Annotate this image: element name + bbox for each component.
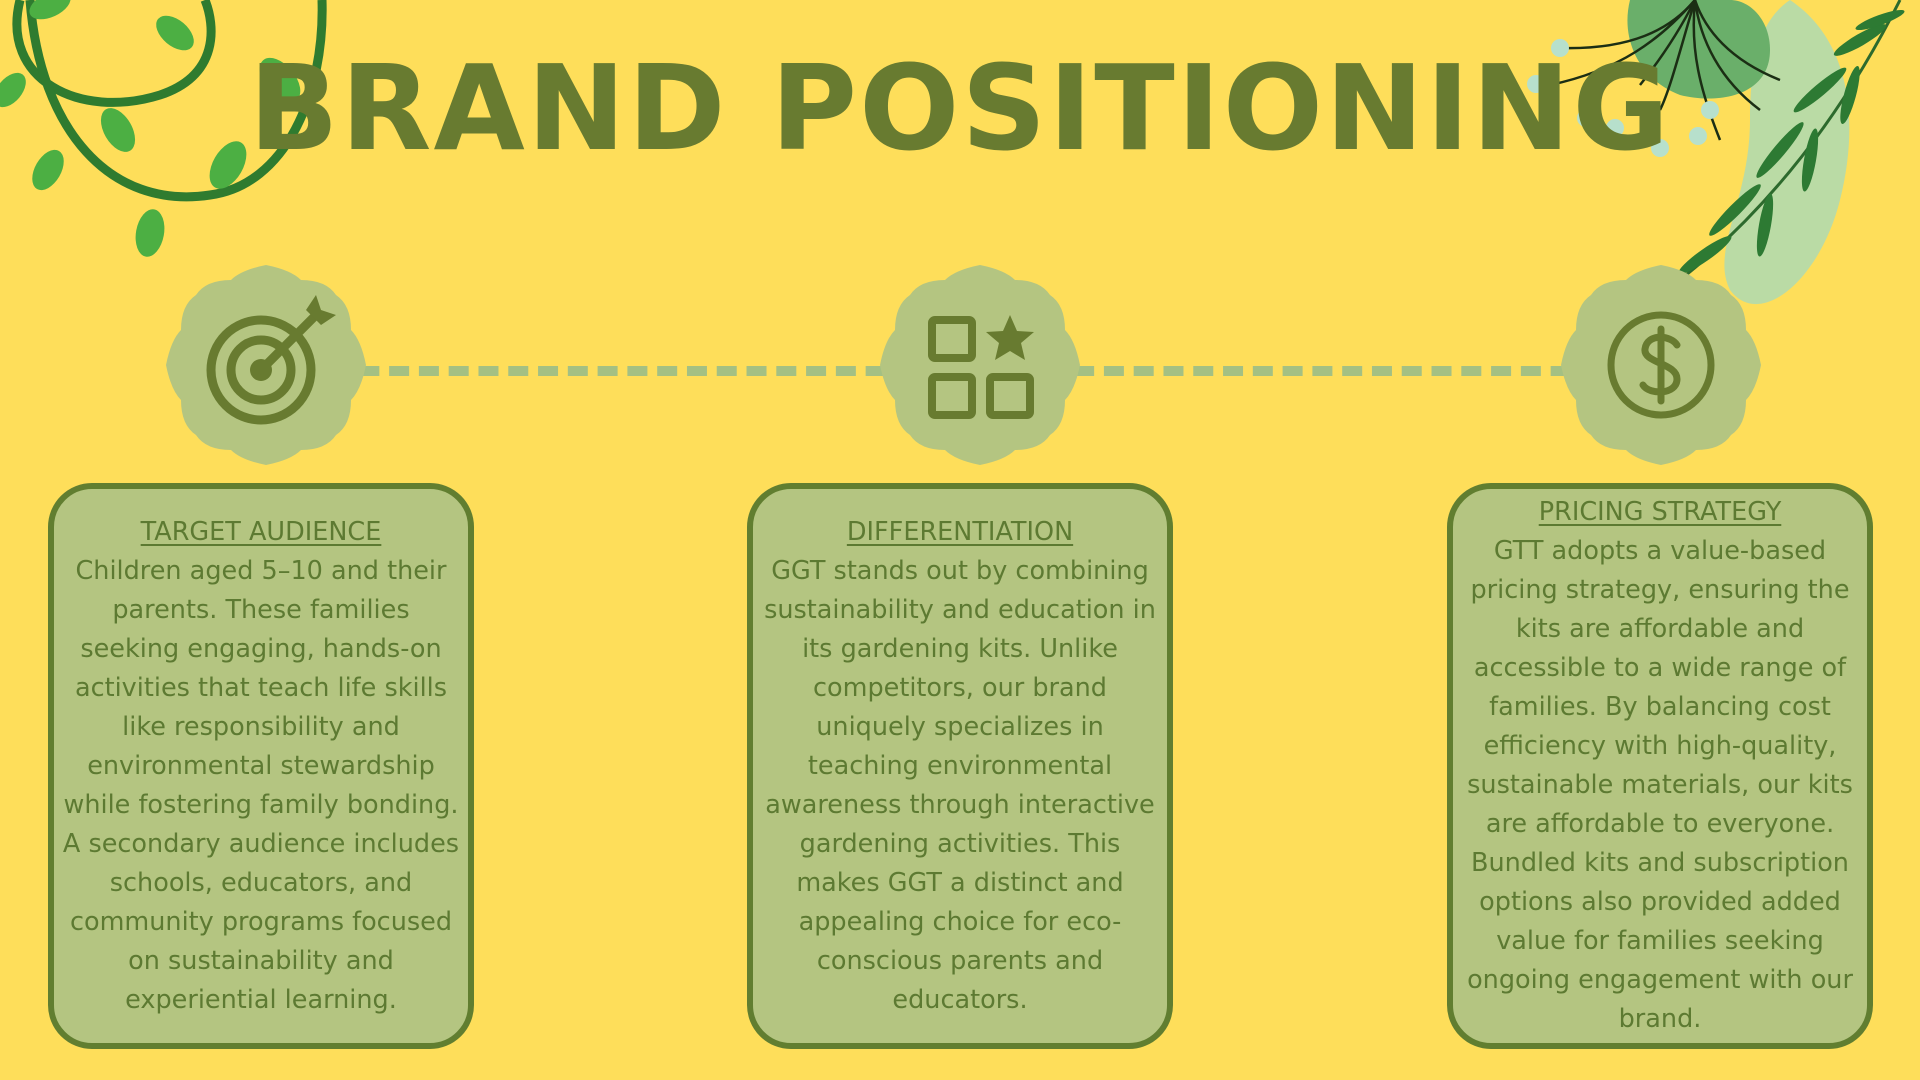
card-body: GGT stands out by combining sustainabili… bbox=[764, 555, 1156, 1015]
foliage-decoration-icon bbox=[1527, 0, 1905, 305]
card-heading: DIFFERENTIATION bbox=[846, 516, 1074, 547]
grid-star-icon bbox=[880, 265, 1080, 465]
target-arrow-icon bbox=[166, 265, 366, 465]
dollar-icon bbox=[1561, 265, 1761, 465]
card-pricing-strategy: PRICING STRATEGY GTT adopts a value-base… bbox=[1447, 483, 1873, 1049]
card-body: Children aged 5–10 and their parents. Th… bbox=[62, 555, 460, 1015]
card-heading: PRICING STRATEGY bbox=[1538, 497, 1782, 527]
card-target-audience: TARGET AUDIENCE Children aged 5–10 and t… bbox=[48, 483, 474, 1049]
card-heading: TARGET AUDIENCE bbox=[140, 516, 382, 547]
vine-decoration-icon bbox=[0, 0, 327, 257]
slide-title: BRAND POSITIONING bbox=[248, 39, 1672, 177]
card-differentiation: DIFFERENTIATION GGT stands out by combin… bbox=[747, 483, 1173, 1049]
card-body: GTT adopts a value-based pricing strateg… bbox=[1467, 536, 1853, 1034]
